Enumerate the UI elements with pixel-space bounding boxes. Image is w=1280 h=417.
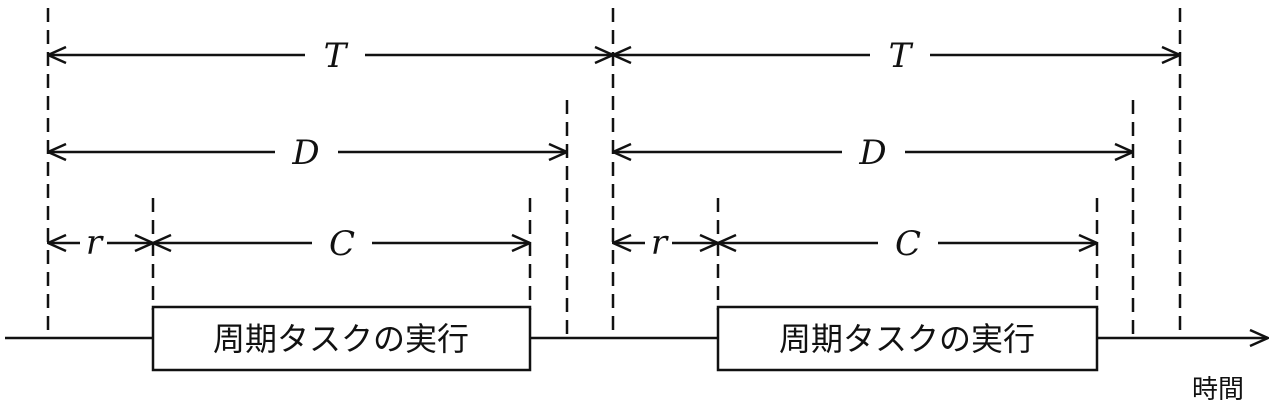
task-execution-box	[716, 305, 1099, 372]
period-1: T D r C 周期タスクの実行	[48, 36, 613, 372]
deadline-label-D: D	[291, 133, 319, 173]
period-label-T: T	[889, 36, 914, 76]
time-axis-label: 時間	[1192, 375, 1244, 405]
release-label-r: r	[86, 223, 104, 263]
release-label-r: r	[651, 223, 669, 263]
period-markers	[46, 8, 1182, 338]
execution-label-C: C	[895, 224, 921, 264]
task-execution-label: 周期タスクの実行	[779, 320, 1035, 358]
task-execution-box	[151, 305, 532, 372]
period-2: T D r C 周期タスクの実行	[613, 36, 1180, 372]
execution-label-C: C	[329, 224, 355, 264]
task-execution-label: 周期タスクの実行	[213, 320, 469, 358]
deadline-label-D: D	[858, 133, 886, 173]
period-label-T: T	[324, 36, 349, 76]
